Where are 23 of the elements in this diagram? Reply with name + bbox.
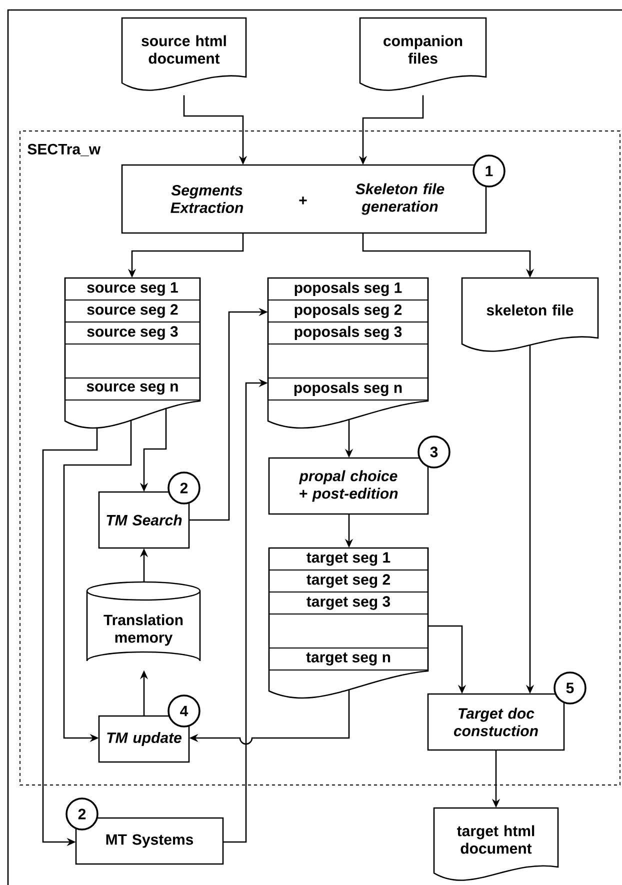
process-box: Target doc constuction <box>427 693 565 751</box>
list-row: target seg 1 <box>268 547 429 571</box>
list-row: source seg 1 <box>64 277 201 301</box>
list-row: poposals seg 1 <box>267 277 429 301</box>
node-label: Segments Extraction <box>170 184 244 214</box>
segment-list <box>268 547 429 699</box>
list-row: poposals seg 2 <box>267 299 429 323</box>
process-box: Segments Extraction + Skeleton file generation <box>121 164 487 234</box>
process-box: TM update <box>98 715 190 763</box>
list-row: source seg n <box>64 377 201 401</box>
list-row: poposals seg n <box>267 377 429 401</box>
list-row: target seg 2 <box>268 569 429 593</box>
segment-list <box>267 277 429 429</box>
database-cylinder: Translation memory <box>86 581 201 662</box>
segment-list <box>64 277 201 429</box>
process-box: propal choice + post-edition <box>268 457 429 515</box>
list-row: source seg 2 <box>64 299 201 323</box>
node-label: Skeleton file generation <box>356 183 444 215</box>
list-row: poposals seg 3 <box>267 321 429 345</box>
list-row: target seg 3 <box>268 591 429 615</box>
list-row: target seg n <box>268 647 429 671</box>
node-label: + <box>299 196 307 204</box>
list-row: source seg 3 <box>64 321 201 345</box>
